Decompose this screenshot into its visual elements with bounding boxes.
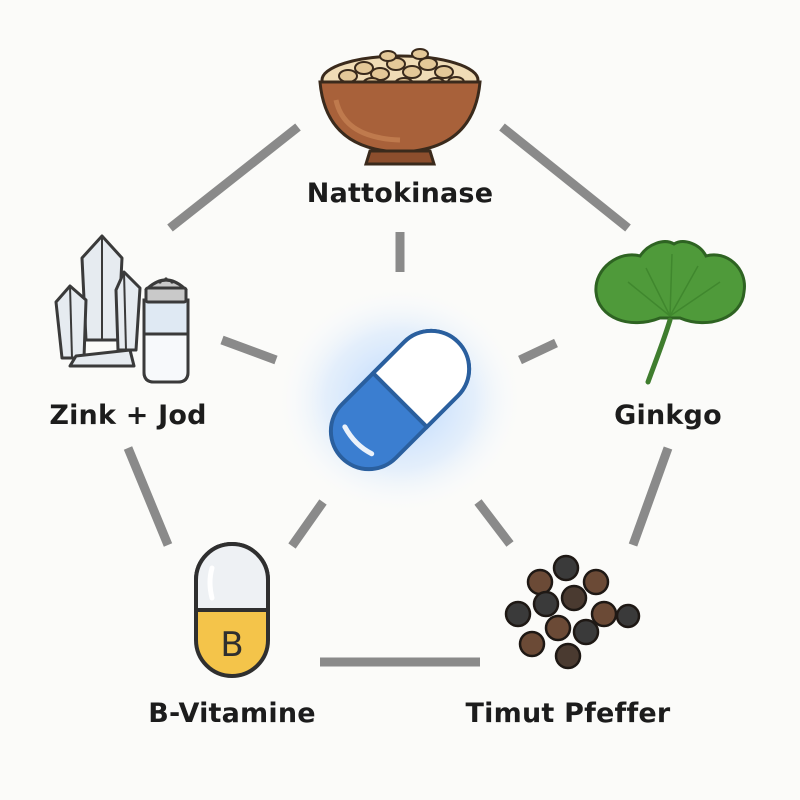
label-timut-pfeffer: Timut Pfeffer [465, 698, 671, 729]
salt-shaker [142, 277, 190, 384]
spoke-bottom-left [288, 499, 327, 549]
label-ginkgo: Ginkgo [614, 400, 722, 431]
inner-spokes [220, 232, 558, 549]
ring-dash-left [123, 446, 173, 547]
crystal-salt-icon [54, 234, 190, 384]
ring-dash-top-left [167, 123, 301, 232]
spoke-bottom-right [474, 499, 514, 547]
capsule-icon [275, 285, 525, 515]
outer-ring [123, 123, 673, 667]
ginkgo-leaf-icon [594, 240, 746, 385]
vitamin-badge-text: B [220, 625, 243, 665]
label-zink-jod: Zink + Jod [49, 400, 207, 431]
ring-dash-right [628, 446, 673, 547]
spoke-right [518, 338, 558, 365]
ring-dash-top-right [499, 123, 631, 232]
capsule-b-icon: B [194, 542, 270, 678]
spoke-left [220, 335, 278, 365]
pepper-icon [504, 554, 641, 670]
label-nattokinase: Nattokinase [306, 178, 494, 209]
natto-bowl-icon [318, 48, 482, 166]
label-b-vitamine: B-Vitamine [148, 698, 316, 729]
